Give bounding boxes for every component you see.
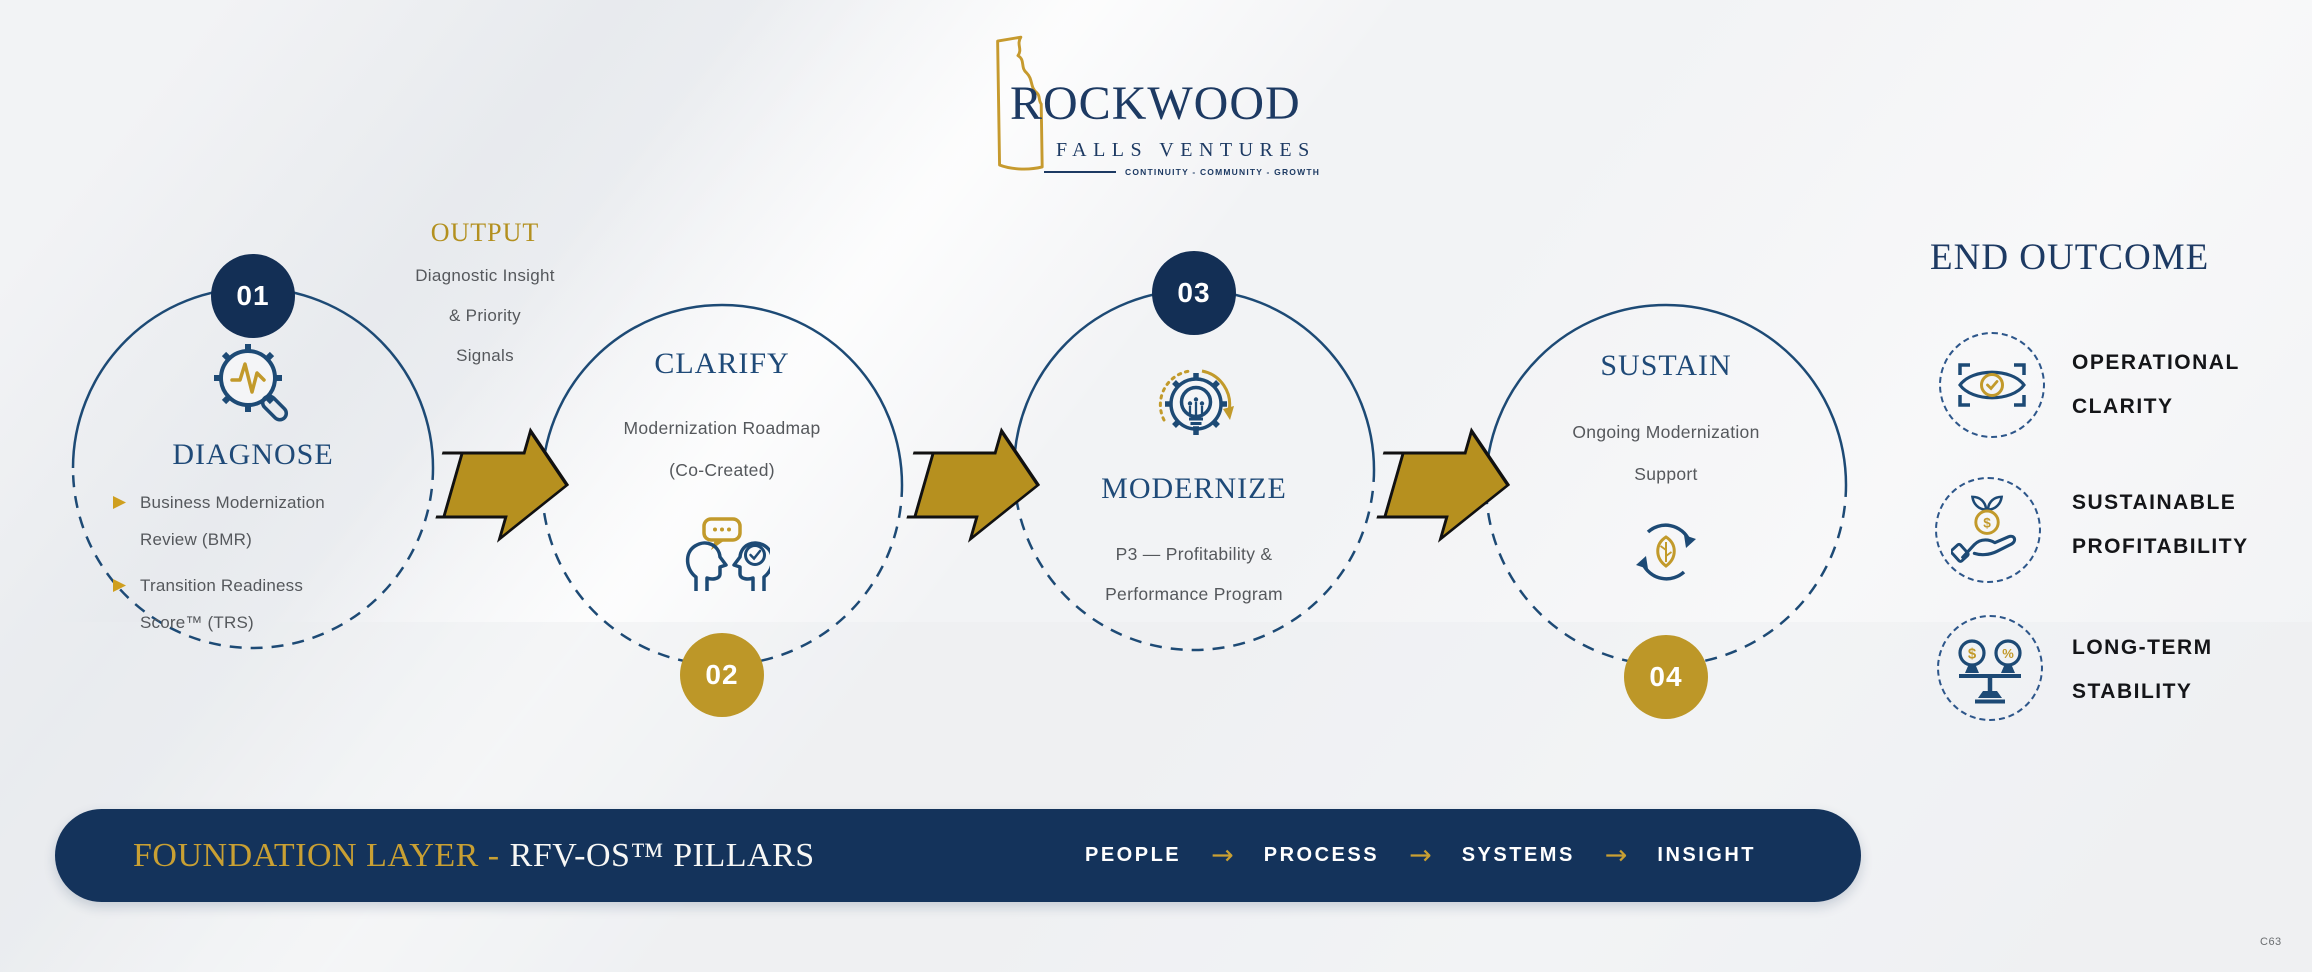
pillar-arrow-icon: → [1211,840,1234,871]
end-outcome-title: END OUTCOME [1930,237,2210,278]
end-outcome-icon-circle: $ [1935,477,2041,583]
output-line: Signals [456,346,514,365]
bullet-text: Business Modernization Review (BMR) [140,493,325,549]
label-line: SUSTAINABLE [2072,491,2237,514]
bullet-arrow-icon [113,579,126,592]
output-text: Diagnostic Insight & Priority Signals [388,256,582,376]
output-note: OUTPUT Diagnostic Insight & Priority Sig… [388,218,582,376]
end-outcome-item-label: SUSTAINABLE PROFITABILITY [2072,481,2249,569]
svg-text:$: $ [1983,516,1991,531]
balance-scale-icon: $ % [1958,639,2022,704]
label-line: CLARITY [2072,395,2174,418]
flow-arrow-icon [1376,427,1510,543]
stage-badge-02: 02 [680,633,764,717]
desc-line: Modernization Roadmap [623,418,821,438]
output-line: & Priority [449,306,521,325]
desc-line: Performance Program [1105,584,1283,604]
stage-bullets: Business Modernization Review (BMR) Tran… [113,484,393,650]
desc-line: (Co-Created) [669,460,775,480]
stage-description: Modernization Roadmap (Co-Created) [532,407,912,491]
company-logo: ROCKWOOD FALLS VENTURES CONTINUITY - COM… [986,26,1346,182]
foundation-bar: FOUNDATION LAYER - RFV-OS™ PILLARS PEOPL… [55,809,1861,902]
stage-circle-clarify: CLARIFY Modernization Roadmap (Co-Create… [532,295,912,675]
desc-line: Ongoing Modernization [1572,422,1760,442]
output-line: Diagnostic Insight [415,266,555,285]
flow-arrow-icon [435,427,569,543]
foundation-title-main: RFV-OS™ PILLARS [509,836,815,874]
end-outcome-icon-circle [1939,332,2045,438]
pillar-process: PROCESS [1263,844,1380,866]
label-line: OPERATIONAL [2072,351,2240,374]
stage-title: DIAGNOSE [172,438,334,471]
bullet-text: Transition Readiness Score™ (TRS) [140,576,304,632]
pillar-systems: SYSTEMS [1461,844,1575,866]
logo-tagline-row: CONTINUITY - COMMUNITY - GROWTH [1044,167,1320,177]
logo-tagline: CONTINUITY - COMMUNITY - GROWTH [1125,167,1321,177]
desc-line: P3 — Profitability & [1115,544,1273,564]
conversation-heads-icon [685,517,770,591]
logo-name: ROCKWOOD [1010,77,1301,130]
pillar-insight: INSIGHT [1657,844,1757,866]
svg-text:%: % [2002,646,2014,661]
logo-subname: FALLS VENTURES [1056,139,1316,161]
end-outcome-item-label: OPERATIONAL CLARITY [2072,341,2240,429]
gear-magnifier-icon [214,344,289,422]
label-line: STABILITY [2072,680,2193,703]
svg-text:$: $ [1968,646,1977,663]
bullet-arrow-icon [113,496,126,509]
stage-badge-03: 03 [1152,251,1236,335]
pillar-people: PEOPLE [1085,844,1182,866]
logo-rule [1044,171,1116,173]
bullet-item: Transition Readiness Score™ (TRS) [113,567,393,641]
stage-circle-sustain: SUSTAIN Ongoing Modernization Support [1476,295,1856,675]
renewal-leaf-icon [1636,523,1696,581]
end-outcome-item-label: LONG-TERM STABILITY [2072,626,2213,714]
output-label: OUTPUT [430,218,540,247]
stage-badge-04: 04 [1624,635,1708,719]
stage-title: CLARIFY [654,347,790,380]
stage-description: Ongoing Modernization Support [1476,411,1856,495]
delaware-outline-icon [996,35,1044,171]
foundation-title: FOUNDATION LAYER - RFV-OS™ PILLARS [133,809,815,902]
flow-arrow-icon [906,427,1040,543]
foundation-pillars: PEOPLE → PROCESS → SYSTEMS → INSIGHT [1085,809,1756,902]
end-outcome-icon-circle: $ % [1937,615,2043,721]
stage-circle-modernize: MODERNIZE P3 — Profitability & Performan… [1004,280,1384,660]
desc-line: Support [1634,464,1698,484]
pillar-arrow-icon: → [1604,840,1628,871]
stage-title: MODERNIZE [1101,472,1287,505]
lightbulb-gear-icon [1158,369,1234,435]
foundation-title-gold: FOUNDATION LAYER - [133,836,500,874]
eye-focus-icon [1958,363,2026,407]
label-line: LONG-TERM [2072,636,2213,659]
page-code: C63 [2260,936,2282,948]
stage-badge-01: 01 [211,254,295,338]
hand-coin-growth-icon: $ [1951,495,2017,563]
pillar-arrow-icon: → [1409,840,1432,871]
stage-description: P3 — Profitability & Performance Program [1004,534,1384,614]
label-line: PROFITABILITY [2072,535,2249,558]
stage-title: SUSTAIN [1600,349,1732,382]
bullet-item: Business Modernization Review (BMR) [113,484,393,558]
